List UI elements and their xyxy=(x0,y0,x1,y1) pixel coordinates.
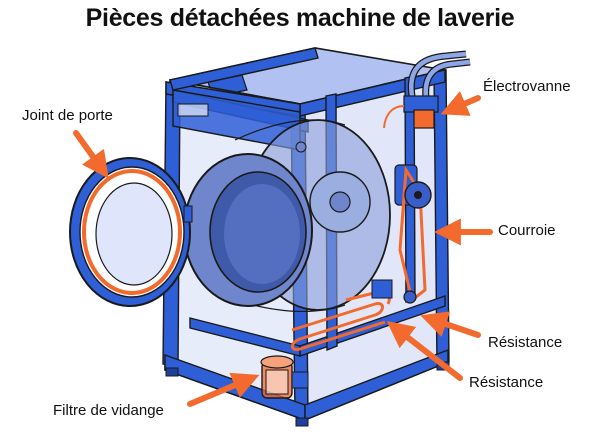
arrow-electrovanne xyxy=(440,91,481,116)
label-courroie: Courroie xyxy=(498,222,556,239)
heater-mount xyxy=(371,279,393,299)
motor-and-belt xyxy=(394,164,432,304)
label-resistance-2: Résistance xyxy=(469,374,544,391)
arrow-resistance-1 xyxy=(420,311,481,338)
arrow-resistance-2 xyxy=(386,321,463,381)
label-joint-de-porte: Joint de porte xyxy=(22,107,113,124)
door xyxy=(69,157,193,307)
callout-arrows xyxy=(73,91,493,407)
label-electrovanne: Électrovanne xyxy=(483,78,571,95)
diagram-title: Pièces détachées machine de laverie xyxy=(85,4,515,32)
drain-filter xyxy=(260,355,309,399)
arrow-joint xyxy=(73,130,109,179)
label-resistance-1: Résistance xyxy=(488,334,563,351)
solenoid-valve xyxy=(383,95,439,129)
inlet-hoses xyxy=(407,50,471,99)
drum-opening xyxy=(183,153,313,307)
arrow-filtre xyxy=(187,372,260,407)
label-filtre-de-vidange: Filtre de vidange xyxy=(53,402,164,419)
control-panel xyxy=(172,89,301,151)
